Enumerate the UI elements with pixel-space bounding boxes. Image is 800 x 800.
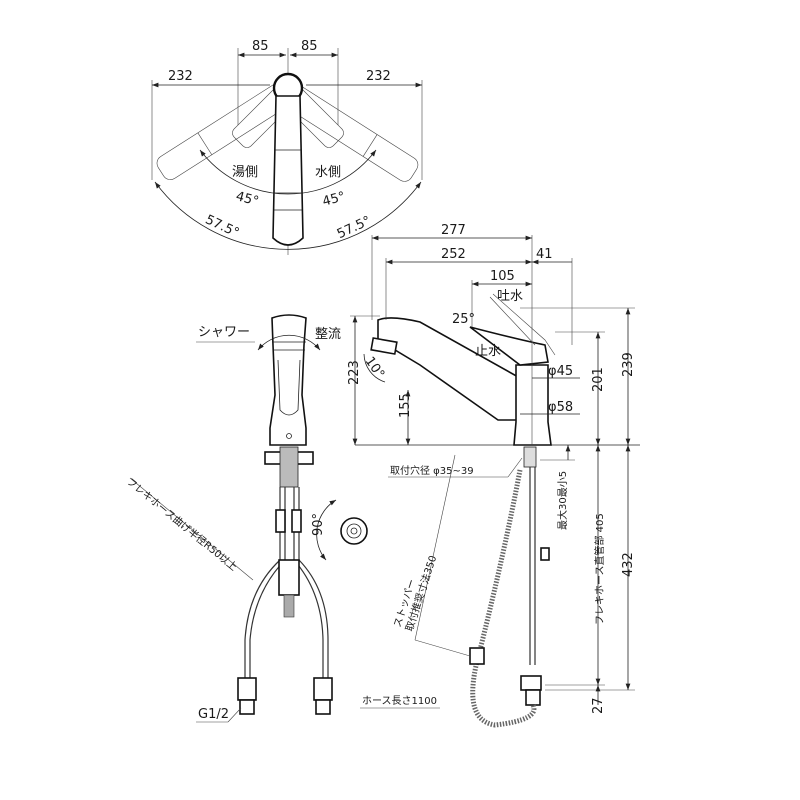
dim-232-left: 232 [168,69,193,84]
angle-57-5-left: 57.5° [203,212,241,241]
label-spout-off: 止水 [475,344,501,359]
label-flex-bend-radius: フレキホース曲げ半径R50以上 [124,475,240,574]
label-g1-2: G1/2 [198,707,229,722]
dim-105: 105 [490,269,515,284]
dim-85-left: 85 [252,39,269,54]
valve-left [237,677,257,701]
handle-hot-max [156,82,292,180]
dim-432: 432 [621,552,636,577]
side-view: 277 252 41 105 吐水 止水 25° 10° φ45 φ58 223… [347,223,640,728]
stopper [469,647,485,665]
shower-hose-connector [278,559,300,596]
front-view: シャワー 整流 フレキホース曲げ半径R50以上 G1/2 90° [124,314,368,723]
dia-58: φ58 [548,400,573,415]
angle-57-5-right: 57.5° [335,214,373,243]
angle-45-right: 45° [321,189,347,209]
flex-hose-left [244,487,281,680]
label-hot-side: 湯側 [232,165,258,180]
angle-10: 10° [362,354,388,381]
dim-41: 41 [536,247,553,262]
faucet-base [513,364,552,446]
label-hose-length: ホース長さ1100 [362,695,437,707]
dim-201: 201 [591,367,606,392]
dim-277: 277 [441,223,466,238]
handle-center [272,95,304,246]
dim-252: 252 [441,247,466,262]
label-flex-straight: フレキホース直管部 405 [593,513,606,625]
shower-hose [470,469,537,728]
faucet-front-body [269,314,307,446]
dim-223: 223 [347,360,362,385]
valve-right [313,677,333,701]
dim-85-right: 85 [301,39,318,54]
label-spout-on: 吐水 [497,289,523,304]
dim-239: 239 [621,352,636,377]
label-max-min: 最大30最小5 [556,471,569,530]
lever-closed [469,326,549,366]
spout-head [370,337,398,355]
top-view: 85 85 232 232 湯側 水側 45° 45° 57.5° [151,39,423,255]
dim-27: 27 [591,697,606,714]
label-cold-side: 水側 [315,165,341,180]
angle-45-left: 45° [234,189,260,209]
dia-45: φ45 [548,364,573,379]
spout [377,317,521,421]
label-mount-hole: 取付穴径 φ35~39 [390,464,474,477]
angle-25: 25° [452,312,475,327]
dim-232-right: 232 [366,69,391,84]
valve-side [520,675,542,691]
dim-155: 155 [398,393,413,418]
nut-detail [340,517,368,545]
angle-90: 90° [311,513,326,536]
label-shower: シャワー [198,325,250,340]
label-straight-flow: 整流 [315,327,341,342]
